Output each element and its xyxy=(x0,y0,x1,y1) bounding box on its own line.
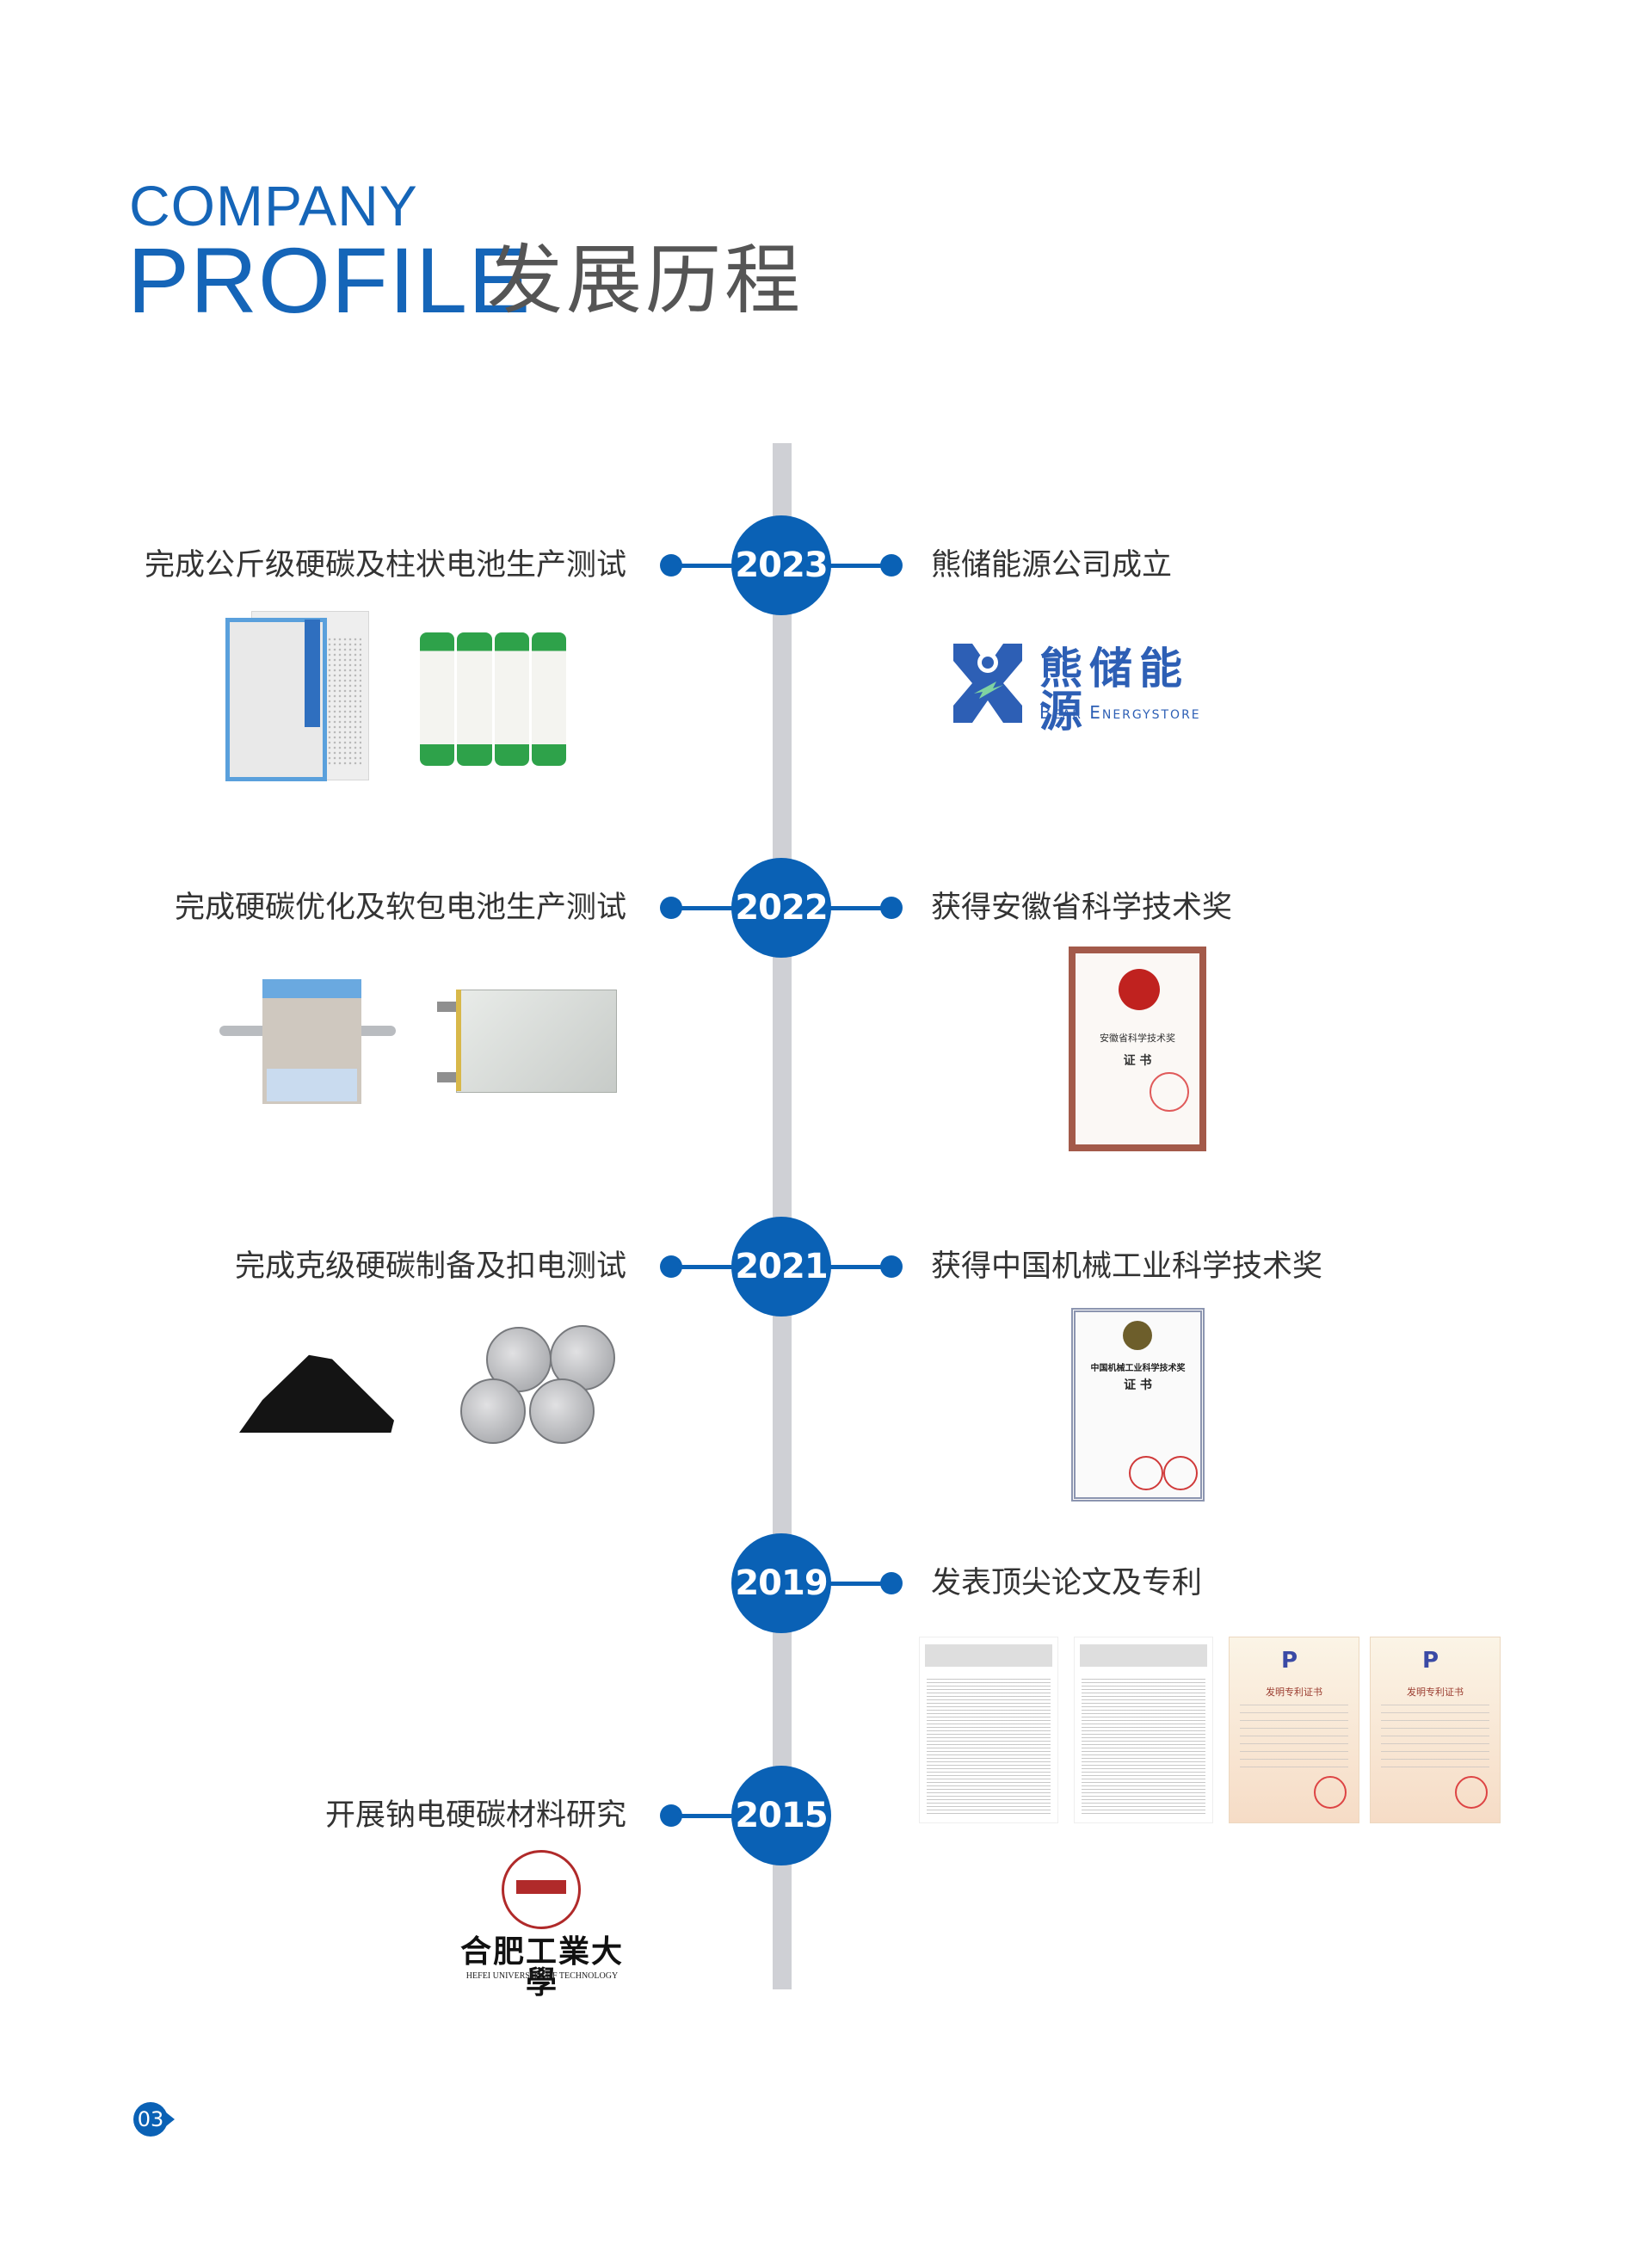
official-seal-icon xyxy=(1150,1072,1189,1112)
connector-dot-right xyxy=(880,897,903,919)
journal-paper-2 xyxy=(1074,1637,1213,1823)
university-name-cn: 合肥工業大學 xyxy=(459,1933,624,2001)
patent-office-logo-icon: P xyxy=(1281,1648,1298,1674)
connector-line xyxy=(671,1814,749,1818)
gear-emblem-icon xyxy=(1123,1321,1152,1350)
bear-logo-icon xyxy=(953,644,1022,723)
milestone-right-text: 熊储能源公司成立 xyxy=(931,548,1173,583)
year-node: 2019 xyxy=(731,1533,831,1633)
certificate-title: 发明专利证书 xyxy=(1407,1687,1464,1698)
university-name-en: HEFEI UNIVERSITY OF TECHNOLOGY xyxy=(465,1971,619,1981)
connector-dot-right xyxy=(880,554,903,577)
bear-logo-en: Bear Energystore xyxy=(1039,702,1201,723)
milestone-right-text: 发表顶尖论文及专利 xyxy=(931,1566,1203,1600)
hard-carbon-powder-photo xyxy=(239,1342,394,1433)
hefei-university-of-technology-logo: 合肥工業大學 HEFEI UNIVERSITY OF TECHNOLOGY xyxy=(452,1850,632,1998)
milestone-left-text: 完成克级硬碳制备及扣电测试 xyxy=(234,1249,626,1284)
title-profile: PROFILE xyxy=(127,228,532,332)
box-furnace-photo xyxy=(225,611,369,783)
journal-paper-1 xyxy=(919,1637,1058,1823)
tube-furnace-photo xyxy=(211,972,396,1114)
connector-dot-right xyxy=(880,1572,903,1594)
milestone-left-text: 开展钠电硬碳材料研究 xyxy=(324,1798,626,1833)
title-chinese: 发展历程 xyxy=(487,236,804,324)
certificate-title: 安徽省科学技术奖 xyxy=(1100,1033,1175,1044)
coin-cells-photo xyxy=(460,1325,615,1446)
certificate-subtitle: 证 书 xyxy=(1123,1054,1152,1068)
year-node: 2015 xyxy=(731,1766,831,1865)
pouch-cell-photo xyxy=(437,990,617,1093)
milestone-right-text: 获得安徽省科学技术奖 xyxy=(931,891,1233,925)
national-emblem-icon xyxy=(1119,969,1160,1010)
bear-energystore-logo: 熊储能源 Bear Energystore xyxy=(953,644,1220,737)
official-seal-icon xyxy=(1163,1456,1198,1490)
bear-logo-cn: 熊储能源 xyxy=(1039,644,1189,737)
official-seal-icon xyxy=(1455,1776,1488,1809)
official-seal-icon xyxy=(1314,1776,1347,1809)
university-emblem-icon xyxy=(502,1850,581,1929)
title-company: COMPANY xyxy=(129,174,418,237)
official-seal-icon xyxy=(1129,1456,1163,1490)
year-node: 2021 xyxy=(731,1217,831,1317)
year-node: 2022 xyxy=(731,858,831,958)
connector-dot-right xyxy=(880,1255,903,1278)
milestone-left-text: 完成公斤级硬碳及柱状电池生产测试 xyxy=(144,548,626,583)
milestone-left-text: 完成硬碳优化及软包电池生产测试 xyxy=(174,891,626,925)
invention-patent-2: P 发明专利证书 xyxy=(1370,1637,1501,1823)
cylindrical-battery-cells-photo xyxy=(420,632,566,766)
year-node: 2023 xyxy=(731,515,831,615)
anhui-science-award-certificate: 安徽省科学技术奖 证 书 xyxy=(1069,947,1206,1151)
certificate-subtitle: 证 书 xyxy=(1124,1378,1152,1392)
milestone-right-text: 获得中国机械工业科学技术奖 xyxy=(931,1249,1323,1284)
connector-line xyxy=(826,1582,891,1586)
patent-office-logo-icon: P xyxy=(1422,1648,1439,1674)
invention-patent-1: P 发明专利证书 xyxy=(1229,1637,1359,1823)
machinery-industry-award-certificate: 中国机械工业科学技术奖 证 书 xyxy=(1071,1308,1205,1502)
certificate-title: 发明专利证书 xyxy=(1266,1687,1322,1698)
certificate-title: 中国机械工业科学技术奖 xyxy=(1090,1364,1186,1373)
page-number-badge: 03 xyxy=(133,2102,175,2137)
